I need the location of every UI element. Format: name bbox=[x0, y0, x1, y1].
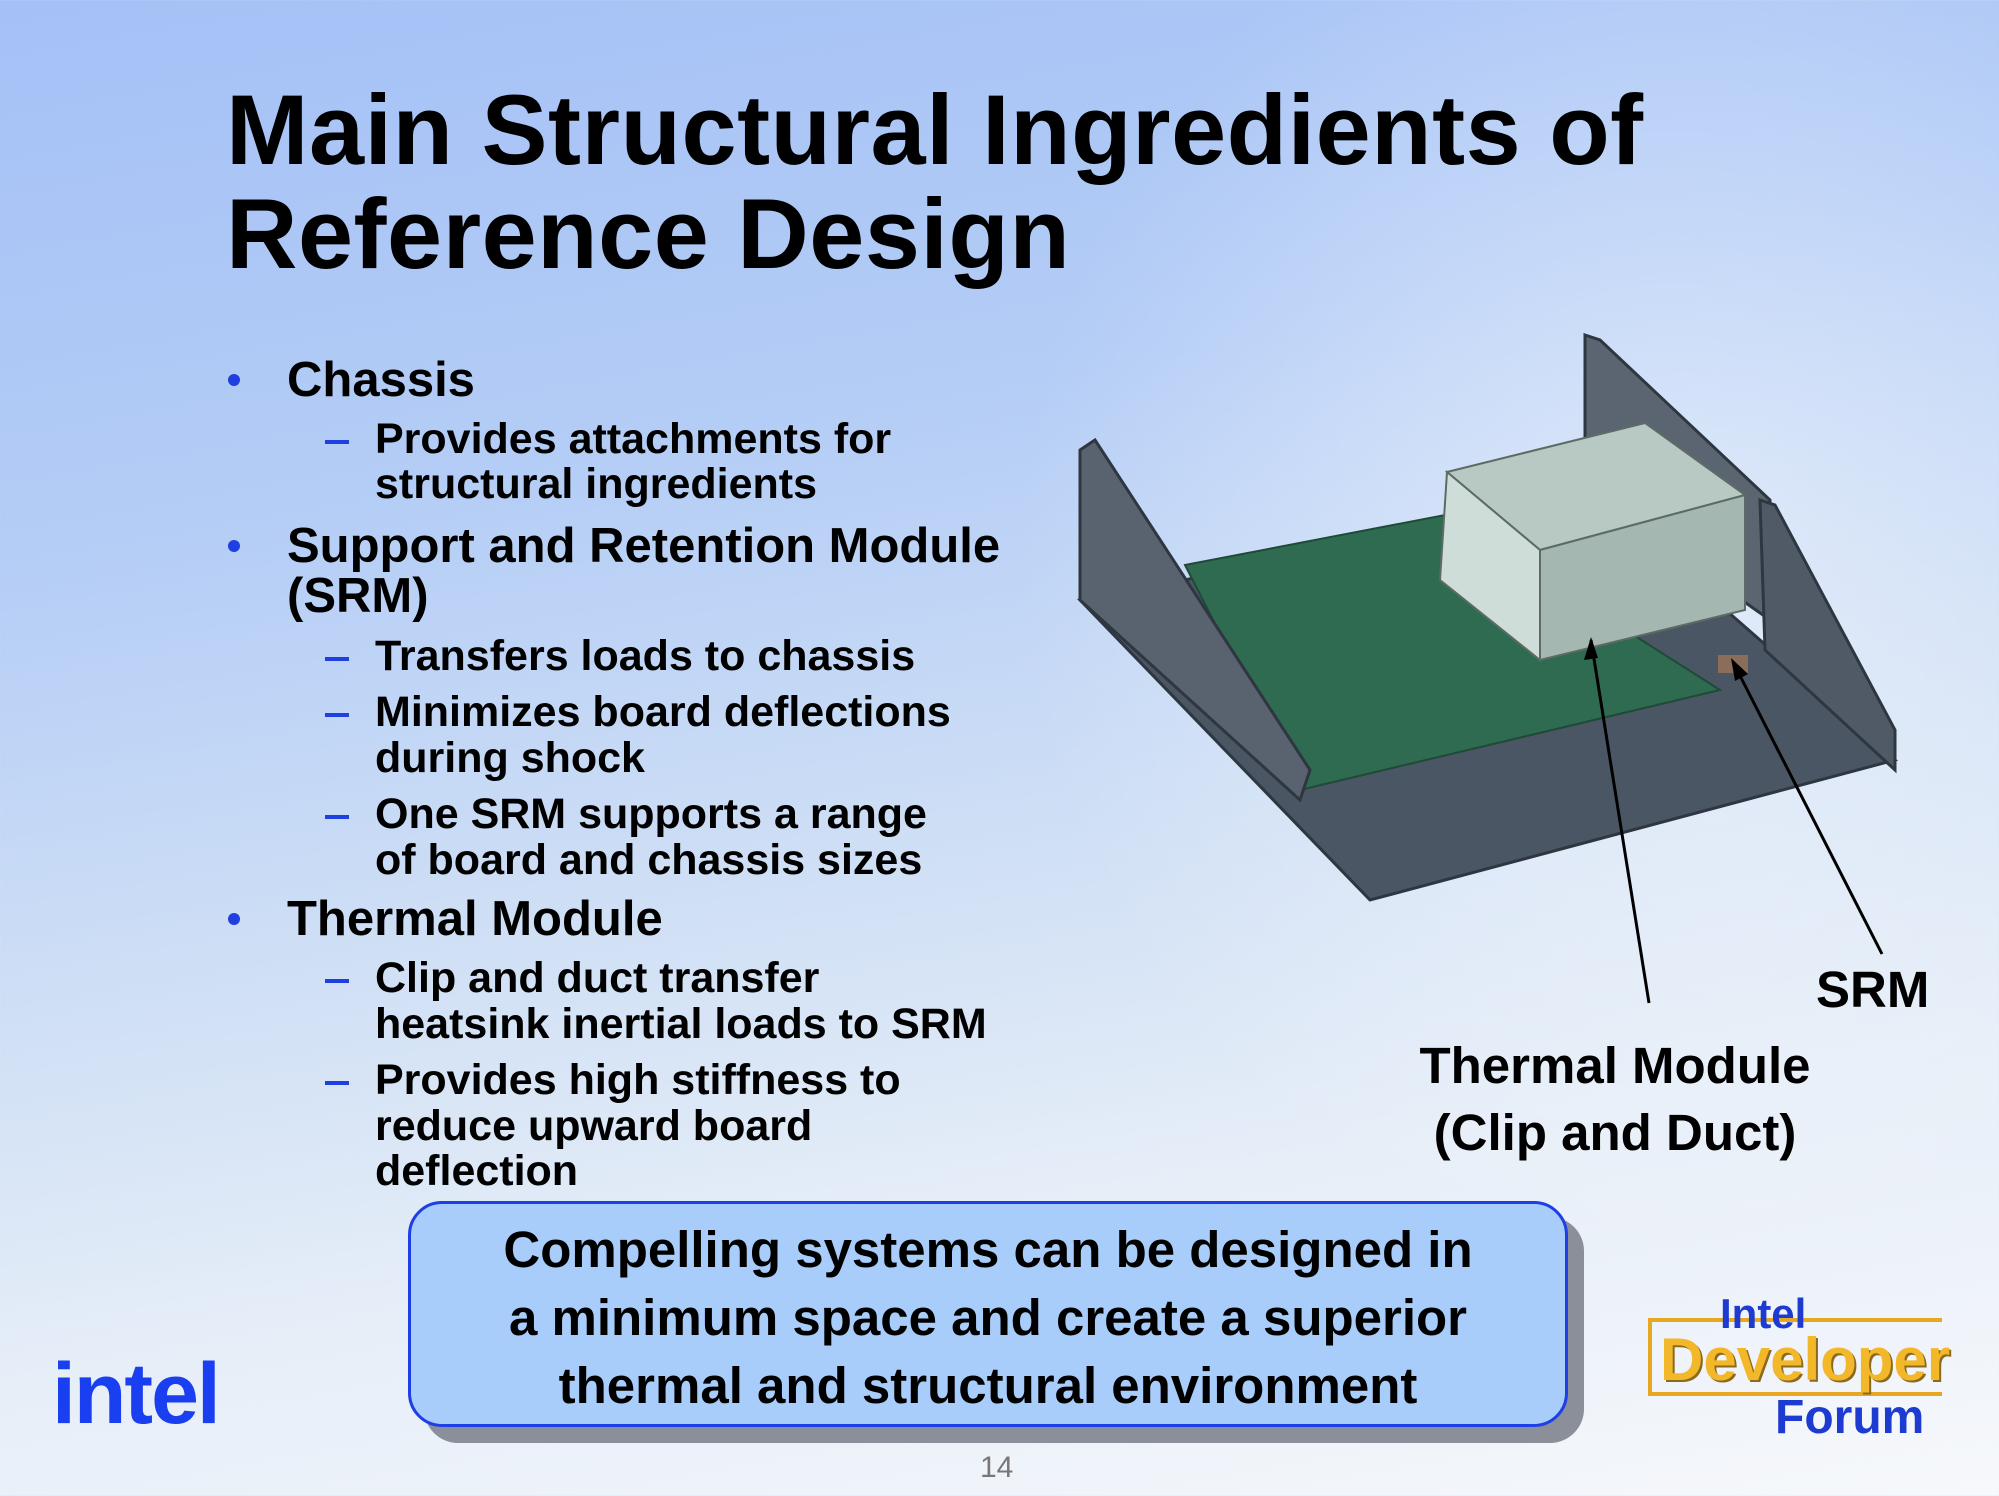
sub-bullet: Provides high stiffness to bbox=[375, 1056, 901, 1104]
callout-line: Compelling systems can be designed in bbox=[503, 1221, 1473, 1278]
thermal-arrow bbox=[1589, 639, 1651, 1004]
bullet-dot bbox=[228, 374, 240, 386]
sub-bullet: One SRM supports a range bbox=[375, 790, 927, 838]
dash-icon bbox=[325, 1081, 349, 1085]
callout-line: thermal and structural environment bbox=[558, 1357, 1418, 1414]
srm-label: SRM bbox=[1816, 961, 1930, 1018]
slide-title: Main Structural Ingredients of Reference… bbox=[226, 78, 1644, 286]
title-line-2: Reference Design bbox=[226, 178, 1071, 289]
intel-logo: intel bbox=[52, 1346, 221, 1442]
thermal-module-label: Thermal Module bbox=[1419, 1037, 1811, 1094]
dash-icon bbox=[325, 440, 349, 444]
callout-line: a minimum space and create a superior bbox=[508, 1289, 1468, 1346]
thermal-arrowhead bbox=[1584, 637, 1598, 660]
bullet-dot bbox=[228, 913, 240, 925]
sub-bullet: deflection bbox=[375, 1147, 579, 1195]
chassis-right-wall bbox=[1758, 497, 1897, 774]
sub-bullet: during shock bbox=[375, 734, 645, 782]
sub-bullet: structural ingredients bbox=[375, 460, 818, 508]
sub-bullet: heatsink inertial loads to SRM bbox=[375, 1000, 987, 1048]
logo-intel: Intel bbox=[1720, 1290, 1807, 1337]
dash-icon bbox=[325, 713, 349, 717]
sub-bullet: of board and chassis sizes bbox=[375, 836, 923, 884]
logo-developer: Developer bbox=[1660, 1326, 1951, 1393]
bullet-dot bbox=[228, 540, 240, 552]
heatsink-side bbox=[1539, 493, 1746, 662]
title-line-1: Main Structural Ingredients of bbox=[226, 74, 1644, 185]
logo-forum: Forum bbox=[1775, 1391, 1925, 1444]
bullet-srm-line2: (SRM) bbox=[287, 569, 429, 623]
dash-icon bbox=[325, 657, 349, 661]
dash-icon bbox=[325, 815, 349, 819]
srm-arrowhead bbox=[1731, 658, 1748, 681]
intel-developer-forum-logo: Intel Developer Forum bbox=[1640, 1290, 1970, 1460]
thermal-module-label-line2: (Clip and Duct) bbox=[1433, 1104, 1797, 1161]
chassis-left-wall bbox=[1078, 437, 1312, 803]
sub-bullet: Clip and duct transfer bbox=[375, 954, 820, 1002]
bullet-chassis: Chassis bbox=[287, 353, 475, 407]
bullet-thermal: Thermal Module bbox=[287, 892, 663, 946]
sub-bullet: Transfers loads to chassis bbox=[375, 632, 916, 680]
sub-bullet: reduce upward board bbox=[375, 1102, 813, 1150]
srm-arrow bbox=[1731, 661, 1884, 955]
bullet-srm: Support and Retention Module bbox=[287, 519, 1001, 573]
sub-bullet: Provides attachments for bbox=[375, 415, 892, 463]
sub-bullet: Minimizes board deflections bbox=[375, 688, 951, 736]
logo-frame bbox=[1648, 1318, 1942, 1396]
dash-icon bbox=[325, 979, 349, 983]
callout-box: Compelling systems can be designed in a … bbox=[408, 1201, 1568, 1427]
page-number: 14 bbox=[980, 1451, 1014, 1484]
